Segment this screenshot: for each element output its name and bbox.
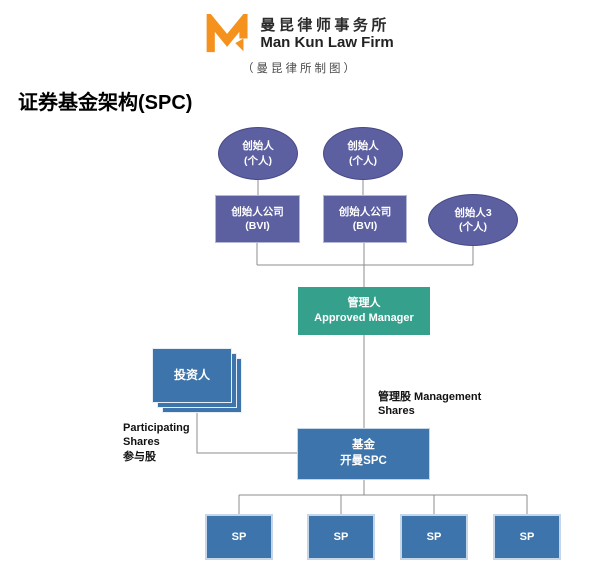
node-label: 基金 — [352, 439, 375, 452]
node-label: 创始人公司 — [338, 205, 392, 218]
node-label: 管理人 — [347, 297, 381, 310]
node-sp-1: SP — [205, 514, 273, 560]
edge-label-line: 参与股 — [123, 450, 156, 463]
node-sp-3: SP — [400, 514, 468, 560]
brand-text: 曼昆律师事务所 Man Kun Law Firm — [260, 17, 393, 52]
edge-label-management-shares: 管理股 Management Shares — [378, 390, 493, 419]
node-label: 创始人 — [347, 140, 379, 153]
node-label: (BVI) — [245, 220, 270, 232]
node-founder-company-1: 创始人公司 (BVI) — [215, 195, 300, 243]
node-label: SP — [519, 530, 535, 543]
node-sp-4: SP — [493, 514, 561, 560]
mankun-logo-icon — [206, 14, 248, 53]
node-investors: 投资人 — [152, 348, 232, 403]
node-label: (个人) — [244, 154, 272, 167]
node-label: (个人) — [349, 154, 377, 167]
node-label: SP — [426, 530, 442, 543]
node-sp-2: SP — [307, 514, 375, 560]
edge-label-line: 管理股 Management — [378, 391, 482, 403]
node-label: 创始人3 — [454, 206, 492, 219]
brand-name-cn: 曼昆律师事务所 — [260, 16, 390, 34]
node-label: (BVI) — [352, 220, 378, 232]
edge-label-line: Participating — [123, 422, 190, 434]
node-manager: 管理人 Approved Manager — [298, 287, 430, 335]
header: 曼昆律师事务所 Man Kun Law Firm — [0, 14, 600, 54]
node-label: (个人) — [459, 221, 487, 233]
node-label: SP — [231, 530, 247, 543]
node-label: SP — [333, 530, 349, 543]
node-label: 开曼SPC — [340, 455, 387, 467]
node-label: 投资人 — [173, 368, 210, 383]
node-label: Approved Manager — [314, 312, 414, 324]
brand-name-en: Man Kun Law Firm — [260, 34, 394, 51]
page-title: 证券基金架构(SPC) — [18, 92, 193, 114]
node-founder-1: 创始人 (个人) — [218, 127, 298, 180]
node-label: 创始人 — [242, 140, 274, 153]
edge-label-participating-shares: Participating Shares 参与股 — [123, 421, 213, 464]
credit-line: （曼昆律所制图） — [242, 63, 358, 75]
node-label: 创始人公司 — [231, 205, 284, 218]
node-founder-2: 创始人 (个人) — [323, 127, 403, 180]
node-founder-3: 创始人3 (个人) — [428, 194, 518, 246]
edge-label-line: Shares — [123, 436, 160, 449]
node-fund-spc: 基金 开曼SPC — [297, 428, 430, 480]
edge-label-line: Shares — [378, 405, 415, 418]
node-founder-company-2: 创始人公司 (BVI) — [323, 195, 407, 243]
